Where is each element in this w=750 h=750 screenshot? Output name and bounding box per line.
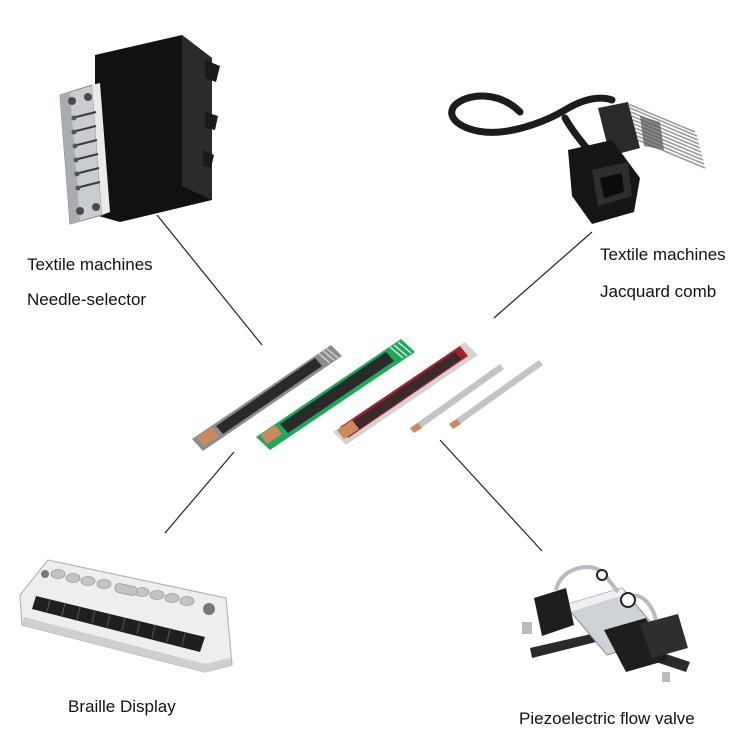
jacquard-comb-image (448, 92, 706, 224)
connector-line-braille-display (164, 451, 235, 534)
connector-line-flow-valve (439, 439, 543, 552)
jacquard-comb-label-line2: Jacquard comb (600, 282, 717, 301)
flow-valve-image (522, 565, 690, 682)
piezo-strip-thin-2 (449, 360, 543, 429)
piezo-strips-image (192, 339, 543, 451)
connector-line-jacquard-comb (493, 231, 593, 319)
needle-selector-label-line2: Needle-selector (27, 290, 147, 309)
braille-display-label: Braille Display (68, 697, 176, 716)
piezo-strip-thin-1 (410, 364, 504, 433)
connector-line-needle-selector (156, 214, 263, 346)
jacquard-comb-label-line1: Textile machines (600, 245, 726, 264)
needle-selector-image (59, 35, 220, 225)
braille-display-image (19, 559, 233, 673)
connector-lines (156, 214, 593, 552)
needle-selector-label-line1: Textile machines (27, 255, 153, 274)
flow-valve-label: Piezoelectric flow valve (519, 709, 695, 728)
